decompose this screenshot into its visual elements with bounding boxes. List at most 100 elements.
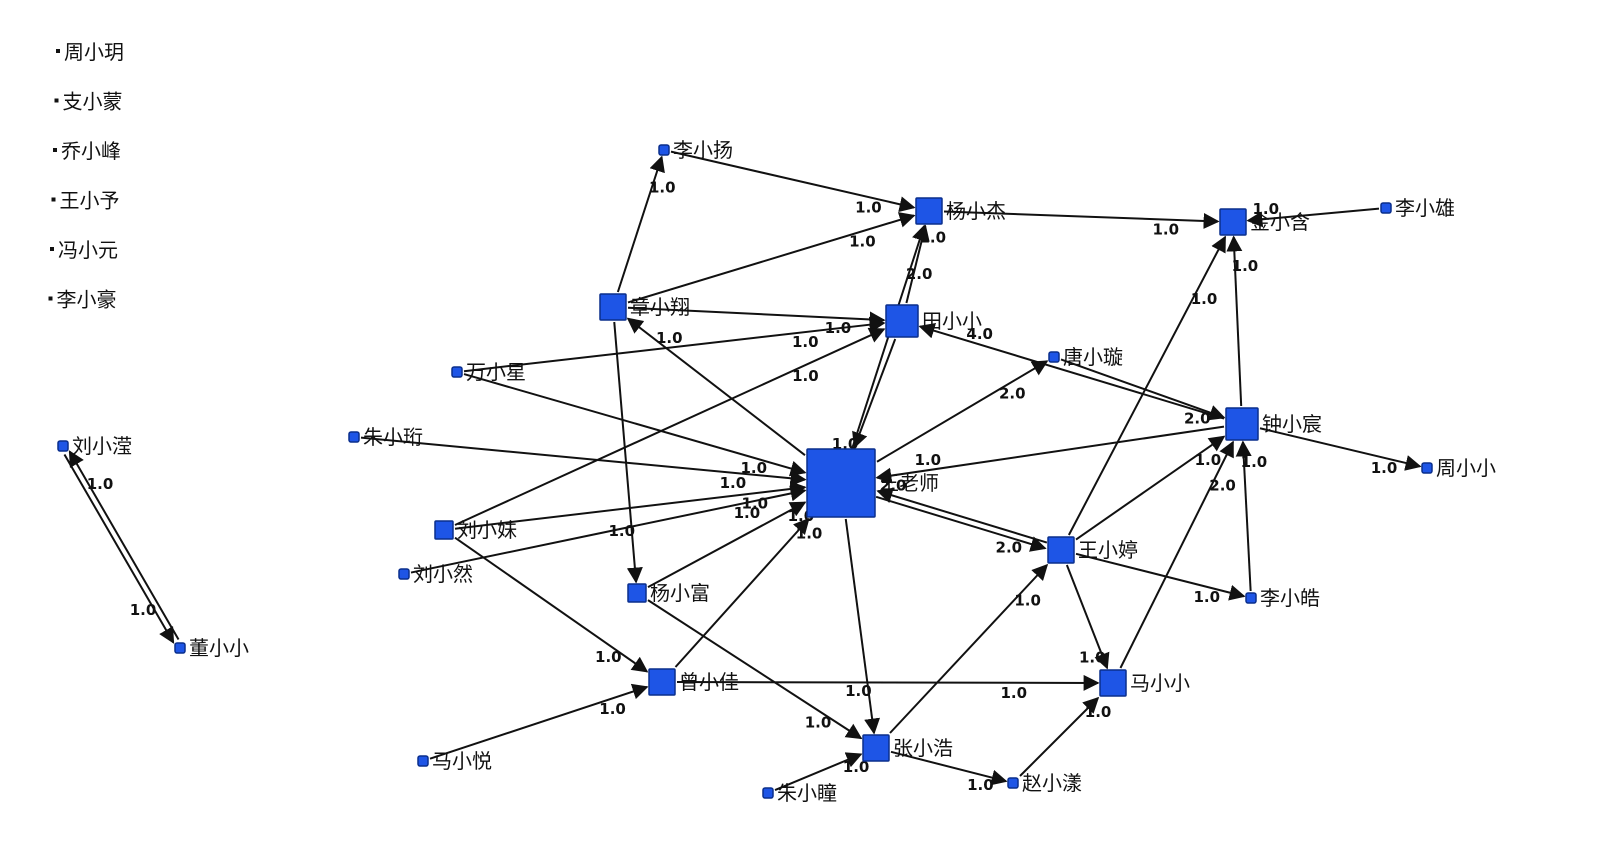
edge-line [1119, 440, 1234, 669]
edge-weight-label: 1.0 [1000, 684, 1027, 702]
edge: 1.0 [627, 212, 916, 304]
node-zhang_x[interactable]: 章小翔 [599, 293, 690, 321]
node-marker [806, 448, 876, 518]
edge-line [844, 518, 881, 735]
edge-line [410, 485, 807, 574]
node-zhu_tong[interactable]: 朱小瞳 [762, 781, 837, 805]
edge-line [674, 517, 810, 668]
node-jin[interactable]: 金小含 [1219, 208, 1310, 236]
edge-line [454, 536, 649, 673]
edge: 2.0 [876, 476, 1048, 544]
isolated-node: 冯小元 [50, 238, 118, 262]
node-marker [348, 431, 360, 443]
edge-line [876, 487, 1048, 544]
edge-line [1075, 552, 1246, 601]
node-zeng[interactable]: 曾小佳 [648, 668, 739, 696]
edge-weight-label: 1.0 [855, 198, 882, 216]
node-marker [1099, 669, 1127, 697]
isolate-marker [54, 98, 59, 103]
edge-line [626, 317, 806, 457]
edge-line [1067, 235, 1227, 536]
node-tian[interactable]: 田小小 [885, 304, 982, 338]
edge-weight-label: 1.0 [805, 713, 832, 731]
edge-weight-label: 1.0 [967, 776, 994, 794]
node-li_xiong[interactable]: 李小雄 [1380, 196, 1455, 220]
node-marker [1421, 462, 1433, 474]
node-liu_ying[interactable]: 刘小滢 [57, 434, 132, 458]
edge-weight-label: 1.0 [720, 474, 747, 492]
edge-line [613, 321, 643, 584]
edge-weight-label: 1.0 [1079, 648, 1106, 666]
node-liu_ran[interactable]: 刘小然 [398, 562, 473, 586]
isolated-node: 支小蒙 [54, 90, 123, 114]
node-wan[interactable]: 万小星 [451, 360, 526, 384]
node-zhou[interactable]: 周小小 [1421, 456, 1496, 480]
edge: 1.0 [774, 752, 870, 792]
node-tang[interactable]: 唐小璇 [1048, 345, 1123, 369]
edge-weight-label: 1.0 [1085, 703, 1112, 721]
edge-line [875, 425, 1225, 484]
node-label: 刘小滢 [72, 434, 132, 458]
isolate-label: 王小予 [60, 189, 120, 213]
edge: 1.0 [360, 436, 807, 492]
edge-weight-label: 1.0 [796, 524, 823, 542]
edge-weight-label: 1.0 [130, 601, 157, 619]
isolate-marker [51, 197, 56, 202]
edge: 1.0 [68, 450, 180, 640]
edge-line [875, 495, 1047, 552]
node-marker [885, 304, 919, 338]
node-marker [398, 568, 410, 580]
node-label: 赵小漾 [1022, 771, 1082, 795]
edge-line [943, 210, 1220, 229]
isolate-label: 冯小元 [58, 238, 118, 262]
node-yangfu[interactable]: 杨小富 [627, 581, 710, 605]
edge-weight-label: 1.0 [843, 758, 870, 776]
edge: 1.0 [1259, 427, 1422, 477]
edge: 1.0 [1065, 564, 1110, 670]
node-teacher[interactable]: 王老师 [806, 448, 939, 518]
node-zhanghao[interactable]: 张小浩 [862, 734, 953, 762]
edge-weight-label: 2.0 [1209, 476, 1236, 494]
edge-line [1060, 358, 1226, 421]
node-liu_mei[interactable]: 刘小妹 [434, 518, 517, 542]
edge-line [852, 338, 897, 449]
node-li_yang[interactable]: 李小扬 [658, 138, 733, 162]
node-yangjie[interactable]: 杨小杰 [915, 197, 1006, 225]
edge-line [890, 750, 1008, 786]
edge: 1.0 [647, 501, 814, 588]
node-dong[interactable]: 董小小 [174, 636, 249, 660]
edge-weight-label: 2.0 [999, 384, 1026, 402]
node-wang_t[interactable]: 王小婷 [1047, 536, 1138, 564]
edge: 1.0 [454, 536, 649, 673]
node-ma_yue[interactable]: 马小悦 [417, 749, 492, 773]
edge-weight-label: 1.0 [1152, 221, 1179, 239]
edge-weight-label: 1.0 [1241, 453, 1268, 471]
edge-line [1075, 435, 1226, 541]
isolate-marker [53, 148, 57, 152]
edge: 1.0 [463, 373, 807, 477]
edge-weight-label: 2.0 [1184, 410, 1211, 428]
node-label: 田小小 [922, 309, 982, 333]
edge: 1.0 [832, 338, 897, 453]
node-label: 唐小璇 [1063, 345, 1123, 369]
isolate-label: 乔小峰 [61, 139, 121, 163]
edge: 1.0 [905, 224, 946, 304]
node-ma[interactable]: 马小小 [1099, 669, 1190, 697]
edge: 1.0 [1067, 235, 1227, 536]
node-label: 杨小富 [650, 581, 710, 605]
edge: 1.0 [1019, 696, 1112, 777]
node-marker [1048, 351, 1060, 363]
node-zhu_y[interactable]: 朱小珩 [348, 425, 423, 449]
edge: 1.0 [1226, 235, 1258, 407]
node-zhong[interactable]: 钟小宸 [1225, 407, 1322, 441]
node-marker [417, 755, 429, 767]
node-li_hao[interactable]: 李小皓 [1245, 586, 1320, 610]
edge: 1.0 [674, 517, 823, 668]
edge: 1.0 [943, 210, 1220, 239]
edge-weight-label: 1.0 [792, 367, 819, 385]
node-label: 曾小佳 [679, 670, 739, 694]
edge: 1.0 [616, 155, 676, 293]
node-label: 金小含 [1250, 210, 1310, 234]
node-zhao[interactable]: 赵小漾 [1007, 771, 1082, 795]
node-marker [1225, 407, 1259, 441]
